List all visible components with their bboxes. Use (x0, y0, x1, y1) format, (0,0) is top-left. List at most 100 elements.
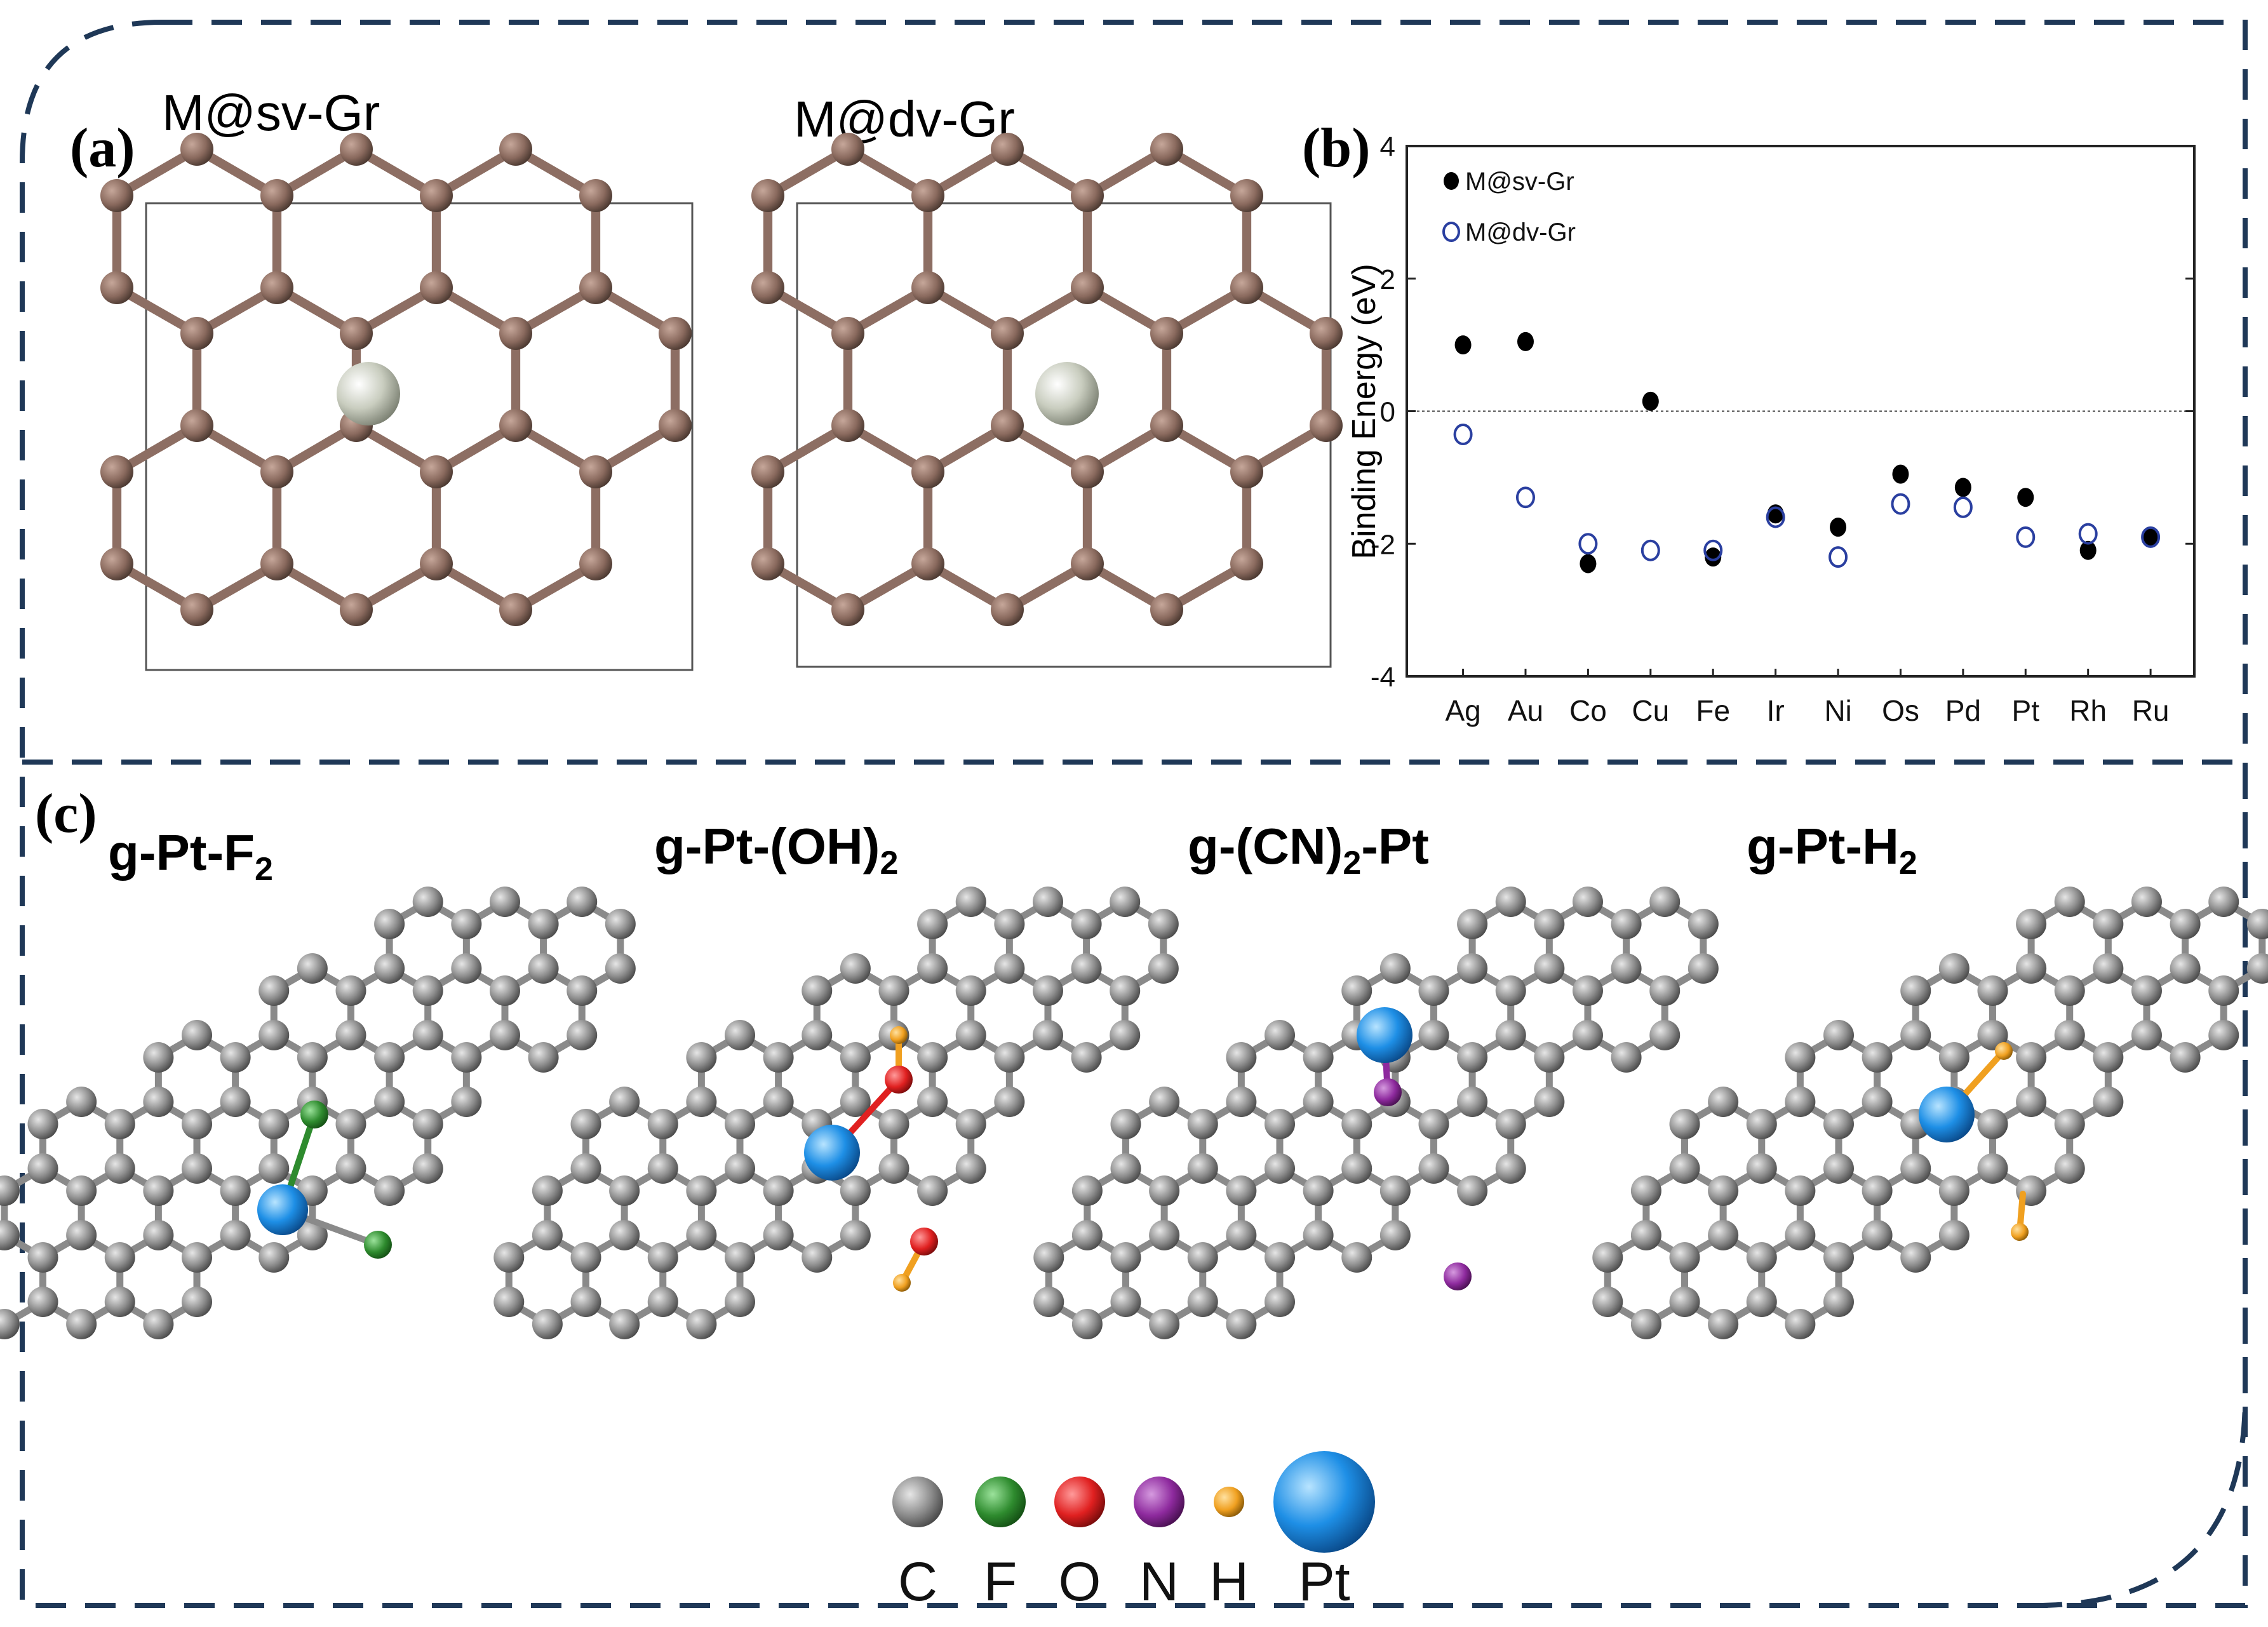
carbon-atom (1457, 909, 1488, 939)
data-point (1642, 391, 1659, 411)
carbon-atom (2054, 1153, 2085, 1184)
carbon-atom (1977, 975, 2008, 1006)
carbon-atom (2170, 1042, 2201, 1073)
sv-graphene-lattice (100, 133, 692, 626)
carbon-atom (335, 1020, 366, 1050)
carbon-atom (528, 909, 559, 939)
carbon-atom (1110, 1153, 1141, 1184)
carbon-atom (1149, 1309, 1180, 1339)
data-point (1454, 335, 1472, 355)
carbon-atom (2170, 953, 2201, 984)
carbon-atom (1862, 1220, 1893, 1250)
carbon-atom (725, 1020, 755, 1050)
carbon-atom (1977, 1020, 2008, 1050)
legend-atom-n (1134, 1476, 1184, 1527)
carbon-atom (1708, 1087, 1739, 1117)
carbon-atom (840, 1175, 871, 1206)
carbon-atom (659, 409, 692, 442)
carbon-atom (609, 1309, 640, 1339)
outer-dashed-frame (20, 20, 2248, 1608)
data-point (2016, 526, 2036, 548)
data-point (2079, 540, 2097, 560)
carbon-atom (1938, 953, 1969, 984)
carbon-atom (335, 975, 366, 1006)
x-tick-label: Os (1882, 694, 1919, 727)
carbon-atom (420, 547, 453, 580)
carbon-atom (1938, 1042, 1969, 1073)
y-tick-label: 2 (1380, 264, 1395, 295)
carbon-atom (1187, 1287, 1218, 1317)
carbon-atom (260, 271, 293, 304)
carbon-atom (143, 1042, 174, 1073)
carbon-atom (1977, 1109, 2008, 1139)
carbon-atom (180, 593, 213, 626)
carbon-atom (340, 593, 373, 626)
carbon-atom (802, 1020, 833, 1050)
carbon-atom (104, 1287, 135, 1317)
legend-symbol: C (898, 1551, 937, 1612)
carbon-atom (1630, 1175, 1661, 1206)
carbon-atom (374, 1087, 405, 1117)
carbon-atom (1341, 975, 1372, 1006)
carbon-atom (1938, 1220, 1969, 1250)
platinum-atom (257, 1184, 308, 1235)
data-point (1766, 506, 1785, 528)
carbon-atom (1418, 1020, 1449, 1050)
metal-atom (337, 362, 400, 425)
carbon-atom (1230, 547, 1263, 580)
carbon-atom (878, 975, 909, 1006)
carbon-atom (1110, 1020, 1141, 1050)
carbon-atom (1823, 1153, 1854, 1184)
carbon-atom (451, 909, 482, 939)
carbon-atom (532, 1309, 563, 1339)
structure-lattices (0, 887, 2268, 1339)
carbon-atom (994, 909, 1025, 939)
carbon-atom (1230, 179, 1263, 212)
carbon-atom (751, 271, 784, 304)
carbon-atom (1187, 1109, 1218, 1139)
hydrogen-atom (2011, 1223, 2029, 1241)
carbon-atom (878, 1109, 909, 1139)
x-tick-label: Ru (2132, 694, 2170, 727)
carbon-atom (220, 1042, 251, 1073)
carbon-atom (751, 547, 784, 580)
carbon-atom (1938, 1175, 1969, 1206)
carbon-atom (1457, 1087, 1488, 1117)
carbon-atom (1534, 1087, 1565, 1117)
hydrogen-atom (1995, 1042, 2013, 1060)
carbon-atom (2093, 1087, 2124, 1117)
carbon-atom (1071, 1175, 1103, 1206)
carbon-atom (1148, 909, 1179, 939)
oxygen-atom (910, 1228, 938, 1255)
carbon-atom (1303, 1220, 1334, 1250)
legend-symbol: Pt (1298, 1551, 1350, 1612)
carbon-atom (686, 1087, 717, 1117)
sv-structure-title: M@sv-Gr (162, 84, 380, 141)
carbon-atom (258, 975, 290, 1006)
carbon-atom (1785, 1220, 1816, 1250)
carbon-atom (104, 1153, 135, 1184)
carbon-atom (840, 1042, 871, 1073)
carbon-atom (1495, 975, 1526, 1006)
carbon-atom (1495, 1020, 1526, 1050)
carbon-atom (751, 455, 784, 488)
carbon-atom (2054, 975, 2085, 1006)
carbon-atom (840, 1220, 871, 1250)
x-tick-label: Fe (1696, 694, 1730, 727)
carbon-atom (489, 1020, 520, 1050)
carbon-atom (994, 953, 1025, 984)
panel-c: (c) g-Pt-F2 g-Pt-(OH)2 g-(CN)2-Pt g-Pt-H… (0, 783, 2268, 1612)
carbon-atom (1611, 1042, 1642, 1073)
carbon-atom (1823, 1020, 1854, 1050)
legend-symbol: F (984, 1551, 1017, 1612)
carbon-atom (100, 271, 133, 304)
carbon-atom (955, 975, 986, 1006)
carbon-atom (1110, 1109, 1141, 1139)
carbon-atom (66, 1309, 97, 1339)
carbon-atom (335, 1153, 366, 1184)
metal-atom (1035, 362, 1099, 425)
carbon-atom (1823, 1287, 1854, 1317)
carbon-atom (763, 1042, 794, 1073)
carbon-atom (1265, 1287, 1295, 1317)
